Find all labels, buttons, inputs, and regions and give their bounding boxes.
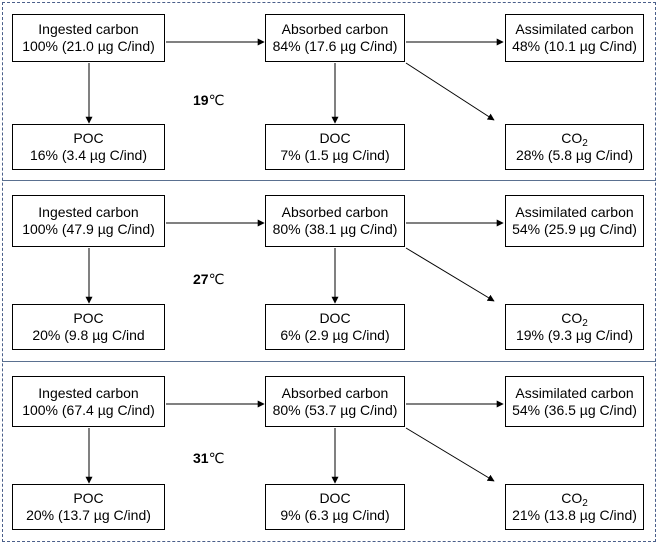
node-value: 16% (3.4 µg C/ind) — [29, 147, 147, 163]
node-value: 48% (10.1 µg C/ind) — [512, 38, 637, 54]
absorbed-carbon-box: Absorbed carbon 80% (53.7 µg C/ind) — [265, 376, 405, 427]
node-label: Ingested carbon — [38, 204, 139, 220]
node-label: POC — [73, 310, 104, 326]
node-label: DOC — [319, 310, 351, 326]
panel-19: Ingested carbon 100% (21.0 µg C/ind) Abs… — [0, 0, 659, 181]
panel-separator-2 — [2, 361, 656, 362]
node-label: Assimilated carbon — [515, 21, 634, 37]
node-label: Absorbed carbon — [281, 204, 389, 220]
flow-arrows — [85, 219, 504, 304]
node-label: CO2 — [561, 130, 588, 149]
panel-separator-1 — [2, 180, 656, 181]
node-value: 7% (1.5 µg C/ind) — [280, 147, 390, 163]
node-label: POC — [73, 490, 104, 506]
arrow-absorbed-to-co2 — [405, 62, 495, 121]
node-value: 21% (13.8 µg C/ind) — [512, 507, 637, 523]
node-value: 9% (6.3 µg C/ind) — [280, 507, 390, 523]
doc-box: DOC 9% (6.3 µg C/ind) — [265, 484, 405, 530]
node-value: 19% (9.3 µg C/ind) — [515, 327, 633, 343]
panel-31: Ingested carbon 100% (67.4 µg C/ind) Abs… — [0, 362, 659, 544]
temperature-label: 31℃ — [193, 450, 225, 466]
node-label: Absorbed carbon — [281, 384, 389, 401]
node-value: 100% (21.0 µg C/ind) — [22, 38, 155, 54]
temperature-label: 19℃ — [193, 92, 225, 108]
arrow-absorbed-to-co2 — [405, 247, 495, 302]
absorbed-carbon-box: Absorbed carbon 80% (38.1 µg C/ind) — [265, 195, 405, 247]
node-label: POC — [73, 130, 104, 146]
poc-box: POC 20% (13.7 µg C/ind) — [12, 484, 165, 530]
assimilated-carbon-box: Assimilated carbon 48% (10.1 µg C/ind) — [505, 14, 644, 62]
absorbed-carbon-box: Absorbed carbon 84% (17.6 µg C/ind) — [265, 14, 405, 62]
poc-box: POC 16% (3.4 µg C/ind) — [12, 124, 165, 170]
panel-27: Ingested carbon 100% (47.9 µg C/ind) Abs… — [0, 181, 659, 362]
arrow-absorbed-to-co2 — [405, 427, 495, 482]
ingested-carbon-box: Ingested carbon 100% (47.9 µg C/ind) — [12, 195, 165, 247]
node-value: 84% (17.6 µg C/ind) — [272, 38, 398, 54]
node-value: 100% (47.9 µg C/ind) — [22, 221, 155, 237]
node-label: Assimilated carbon — [515, 384, 634, 401]
node-value: 80% (53.7 µg C/ind) — [272, 401, 398, 418]
node-label: CO2 — [561, 310, 588, 329]
doc-box: DOC 7% (1.5 µg C/ind) — [265, 124, 405, 170]
node-value: 54% (36.5 µg C/ind) — [512, 401, 637, 418]
doc-box: DOC 6% (2.9 µg C/ind) — [265, 304, 405, 350]
node-label: Ingested carbon — [38, 21, 139, 37]
co2-box: CO2 21% (13.8 µg C/ind) — [505, 484, 644, 530]
ingested-carbon-box: Ingested carbon 100% (67.4 µg C/ind) — [12, 376, 165, 427]
node-label: Ingested carbon — [38, 384, 139, 401]
co2-box: CO2 28% (5.8 µg C/ind) — [505, 124, 644, 170]
node-label: Assimilated carbon — [515, 204, 634, 220]
flow-arrows — [85, 400, 504, 484]
node-value: 80% (38.1 µg C/ind) — [272, 221, 398, 237]
node-value: 100% (67.4 µg C/ind) — [22, 401, 155, 418]
node-value: 54% (25.9 µg C/ind) — [512, 221, 637, 237]
poc-box: POC 20% (9.8 µg C/ind — [12, 304, 165, 350]
assimilated-carbon-box: Assimilated carbon 54% (25.9 µg C/ind) — [505, 195, 644, 247]
node-label: Absorbed carbon — [281, 21, 389, 37]
node-label: CO2 — [561, 490, 588, 509]
temperature-label: 27℃ — [193, 271, 225, 287]
node-value: 20% (13.7 µg C/ind) — [26, 507, 151, 523]
node-value: 28% (5.8 µg C/ind) — [515, 147, 633, 163]
ingested-carbon-box: Ingested carbon 100% (21.0 µg C/ind) — [12, 14, 165, 62]
node-value: 6% (2.9 µg C/ind) — [280, 327, 390, 343]
node-value: 20% (9.8 µg C/ind — [32, 327, 145, 343]
assimilated-carbon-box: Assimilated carbon 54% (36.5 µg C/ind) — [505, 376, 644, 427]
flow-arrows — [85, 38, 504, 124]
node-label: DOC — [319, 490, 351, 506]
node-label: DOC — [319, 130, 351, 146]
co2-box: CO2 19% (9.3 µg C/ind) — [505, 304, 644, 350]
